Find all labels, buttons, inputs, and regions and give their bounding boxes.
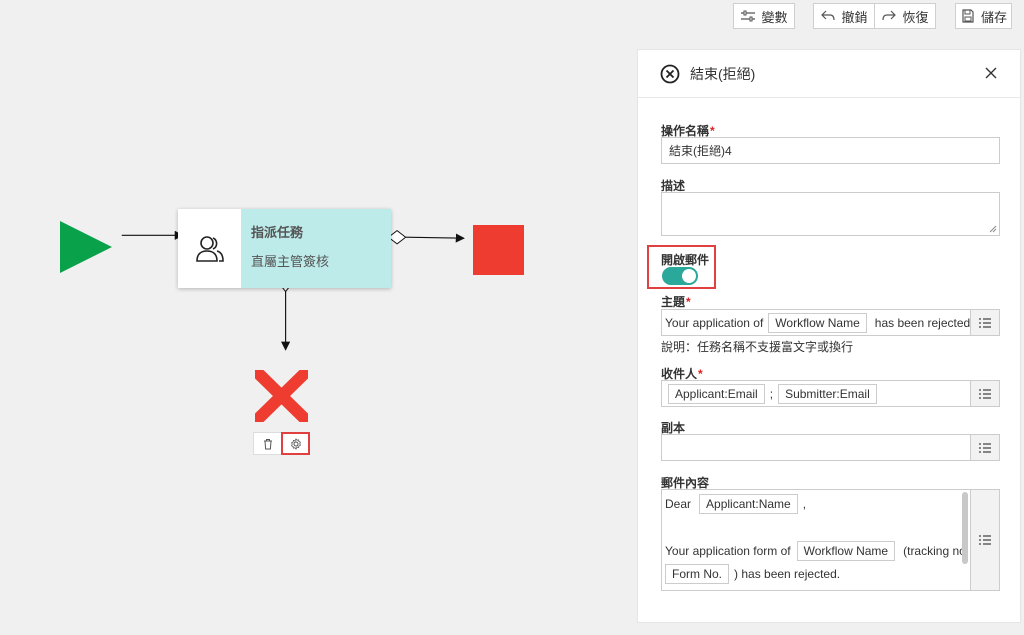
recipient-separator: ;: [769, 386, 774, 401]
list-icon: [979, 317, 991, 328]
operation-name-input[interactable]: 結束(拒絕)4: [661, 137, 1000, 164]
variables-button[interactable]: 變數: [733, 3, 795, 29]
gear-icon: [290, 437, 301, 450]
undo-label: 撤銷: [841, 9, 868, 25]
recipients-content: Applicant:Email ; Submitter:Email: [668, 381, 877, 406]
users-icon: [195, 235, 224, 262]
required-mark: *: [710, 124, 715, 138]
mail-body-variable-button[interactable]: [970, 490, 999, 590]
save-label: 儲存: [980, 9, 1007, 25]
body-chip-form-no[interactable]: Form No.: [665, 564, 730, 584]
subject-prefix: Your application of: [665, 315, 764, 330]
delete-node-button[interactable]: [253, 432, 282, 455]
recipients-field[interactable]: Applicant:Email ; Submitter:Email: [661, 380, 1000, 407]
close-icon[interactable]: [984, 66, 998, 80]
panel-title: 結束(拒絕): [690, 65, 756, 82]
mail-body-editor[interactable]: Dear Applicant:Name , Your application f…: [661, 489, 1000, 591]
redo-button[interactable]: 恢復: [874, 3, 936, 29]
sliders-icon: [741, 10, 756, 22]
description-label: 描述: [661, 179, 686, 193]
body-line3-suffix: ) has been rejected.: [734, 567, 841, 581]
body-chip-applicant-name[interactable]: Applicant:Name: [699, 494, 798, 514]
subject-label: 主題*: [661, 295, 691, 309]
body-chip-workflow-name[interactable]: Workflow Name: [796, 541, 896, 561]
node-actions: [253, 432, 311, 455]
subject-chip[interactable]: Workflow Name: [768, 312, 867, 333]
task-body: 指派任務 直屬主管簽核: [241, 209, 391, 288]
body-line2-suffix: (tracking no.: [903, 544, 970, 558]
trash-icon: [263, 438, 272, 449]
cc-label: 副本: [661, 421, 686, 435]
subject-variable-button[interactable]: [970, 310, 999, 335]
floppy-icon: [962, 9, 974, 23]
task-icon-box: [178, 209, 241, 288]
condition-diamond-right[interactable]: [387, 229, 407, 245]
mail-body-line-1: Dear Applicant:Name ,: [665, 494, 811, 514]
circle-x-icon: [660, 64, 680, 83]
cc-variable-button[interactable]: [970, 435, 999, 460]
toolbar: 變數 撤銷 恢復 儲存: [733, 3, 1012, 29]
undo-button[interactable]: 撤銷: [813, 3, 875, 29]
body-dear: Dear: [665, 497, 692, 511]
mail-body-line-2: Your application form of Workflow Name (…: [665, 541, 974, 561]
variables-label: 變數: [761, 9, 788, 25]
properties-panel: 結束(拒絕) 操作名稱* 結束(拒絕)4 描述 開啟郵件 主題* Your ap…: [637, 49, 1021, 623]
task-title: 指派任務: [251, 225, 304, 240]
subject-field[interactable]: Your application of Workflow Name has be…: [661, 309, 1000, 336]
redo-label: 恢復: [902, 9, 929, 25]
recipient-chip-applicant[interactable]: Applicant:Email: [668, 383, 765, 404]
start-node[interactable]: [60, 221, 112, 273]
cc-field[interactable]: [661, 434, 1000, 461]
subject-content: Your application of Workflow Name has be…: [665, 310, 975, 335]
undo-icon: [821, 10, 836, 21]
required-mark: *: [698, 367, 703, 381]
panel-header: 結束(拒絕): [638, 50, 1020, 98]
subject-note: 說明：任務名稱不支援富文字或換行: [661, 340, 854, 354]
redo-icon: [882, 10, 897, 21]
save-button[interactable]: 儲存: [955, 3, 1012, 29]
body-line2-prefix: Your application form of: [665, 544, 791, 558]
connector-task-end[interactable]: [405, 233, 465, 243]
enable-mail-highlight: 開啟郵件: [647, 245, 716, 289]
task-subtitle: 直屬主管簽核: [251, 254, 330, 269]
enable-mail-label: 開啟郵件: [661, 253, 710, 267]
end-node[interactable]: [473, 225, 524, 275]
subject-suffix: has been rejected: [874, 315, 971, 330]
toggle-knob: [682, 269, 696, 283]
enable-mail-toggle[interactable]: [662, 267, 698, 285]
resize-grip-icon[interactable]: [989, 225, 997, 233]
list-icon: [979, 535, 991, 545]
description-textarea[interactable]: [661, 192, 1000, 236]
recipient-chip-submitter[interactable]: Submitter:Email: [778, 383, 877, 404]
required-mark: *: [686, 295, 691, 309]
body-comma: ,: [802, 497, 807, 511]
recipients-variable-button[interactable]: [970, 381, 999, 406]
mail-body-label: 郵件內容: [661, 476, 710, 490]
mail-body-scrollbar[interactable]: [962, 492, 968, 564]
reject-end-node[interactable]: [255, 370, 308, 422]
connectors: [121, 229, 465, 351]
list-icon: [979, 442, 991, 453]
node-settings-button[interactable]: [281, 432, 310, 455]
operation-name-label: 操作名稱*: [661, 124, 715, 138]
workflow-canvas[interactable]: 指派任務 直屬主管簽核: [0, 0, 636, 605]
task-node[interactable]: 指派任務 直屬主管簽核: [178, 209, 391, 288]
list-icon: [979, 388, 991, 399]
recipients-label: 收件人*: [661, 367, 703, 381]
mail-body-line-3: Form No. ) has been rejected.: [665, 564, 845, 584]
